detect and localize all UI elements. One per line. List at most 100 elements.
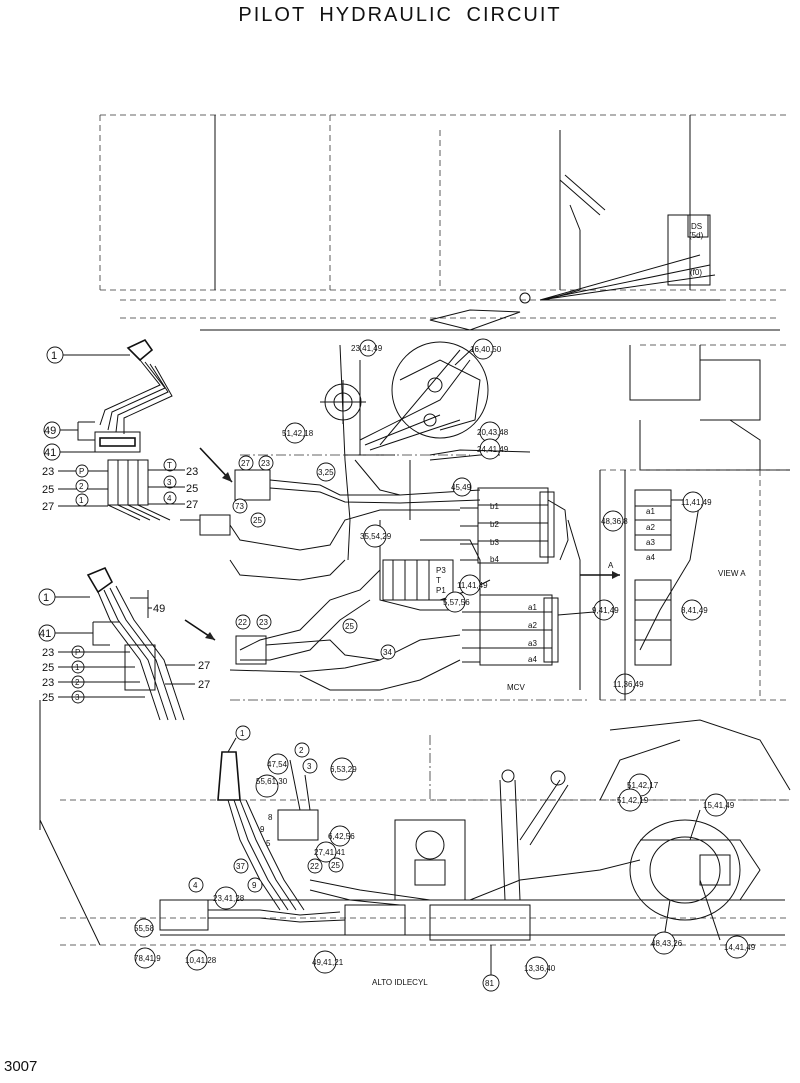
port-p1: P1 xyxy=(436,586,446,595)
callout-22-low: 22 xyxy=(310,862,319,871)
callout-5-57-56: 5,57,56 xyxy=(443,598,470,607)
callout-25-low: 25 xyxy=(331,861,340,870)
port-4: 4 xyxy=(167,494,172,503)
center-swivel-assembly: 23,41,49 16,40,50 51,42,18 20,43,48 24,4… xyxy=(282,338,531,460)
callout-48-36-8: 48,36,8 xyxy=(601,517,628,526)
box-label-5d: (5d) xyxy=(689,231,704,240)
callout-55-58: 55,58 xyxy=(134,924,155,933)
callout-2-low: 2 xyxy=(299,746,304,755)
callout-20-43-48: 20,43,48 xyxy=(477,428,509,437)
callout-11-41-49a: 11,41,49 xyxy=(457,581,488,590)
box-label-f0: (f0) xyxy=(690,268,702,277)
callout-27b: 27 xyxy=(186,499,198,511)
callout-1b: 1 xyxy=(43,592,49,604)
callout-6-42-56: 6,42,56 xyxy=(328,832,355,841)
port-t: T xyxy=(167,461,172,470)
callout-27-41-41: 27,41,41 xyxy=(314,848,346,857)
box-label-ds: DS xyxy=(691,222,702,231)
port-a1-r: a1 xyxy=(646,507,655,516)
callout-27c: 27 xyxy=(198,660,210,672)
port-b1: b1 xyxy=(490,502,499,511)
port-1: 1 xyxy=(79,496,84,505)
lower-joystick: 1 47,54 2 3 55,61,30 6,53,29 8 9 5 6,42,… xyxy=(217,725,357,911)
lower-left-lever-assembly: 1 49 41 23 P 25 1 23 2 25 3 27 27 xyxy=(38,566,210,721)
callout-1: 1 xyxy=(51,350,57,362)
port-a2: a2 xyxy=(528,621,537,630)
callout-23-41-28: 23,41,28 xyxy=(213,894,245,903)
callout-25m: 25 xyxy=(253,516,262,525)
direction-arrows xyxy=(184,447,233,641)
callout-15-41-49: 15,41,49 xyxy=(703,801,735,810)
callout-23c: 23 xyxy=(42,647,54,659)
callout-78-41-9: 78,41,9 xyxy=(134,954,161,963)
travel-motor-block: 51,42,17 51,42,19 15,41,49 48,43,26 14,4… xyxy=(617,773,761,959)
callout-81: 81 xyxy=(485,979,494,988)
callout-37: 37 xyxy=(236,862,245,871)
callout-13-36-40: 13,36,40 xyxy=(524,964,556,973)
callout-6-53-29: 6,53,29 xyxy=(330,765,357,774)
callout-27m: 27 xyxy=(241,459,250,468)
callout-8-low: 8 xyxy=(268,813,273,822)
callout-23b: 23 xyxy=(186,466,198,478)
callout-23-low: 23 xyxy=(259,618,268,627)
callout-11-41-49b: 11,41,49 xyxy=(681,498,712,507)
control-box: DS (5d) (f0) xyxy=(519,174,720,304)
port-t-mcv: T xyxy=(436,576,441,585)
callout-25b: 25 xyxy=(186,483,198,495)
callout-22: 22 xyxy=(238,618,247,627)
upper-structure-outline xyxy=(99,114,790,701)
callout-27d: 27 xyxy=(198,679,210,691)
callout-34: 34 xyxy=(383,648,392,657)
callout-4-low: 4 xyxy=(193,881,198,890)
upper-left-lever-assembly: 1 49 41 23 P 25 2 27 1 T 23 xyxy=(42,338,198,521)
callout-9-low2: 9 xyxy=(252,881,257,890)
main-control-valve-upper: 45,49 b1 b2 b3 b4 35,54,29 P3 T P1 11,41… xyxy=(342,477,569,660)
callout-45-49: 45,49 xyxy=(451,483,472,492)
callout-9-low: 9 xyxy=(260,825,265,834)
callout-49-41-21: 49,41,21 xyxy=(312,958,344,967)
port-a2-r: a2 xyxy=(646,523,655,532)
callout-41b: 41 xyxy=(39,628,51,640)
callout-23a: 23 xyxy=(42,466,54,478)
callout-51-42-18: 51,42,18 xyxy=(282,429,314,438)
port-a4: a4 xyxy=(528,655,537,664)
callout-25-mid: 25 xyxy=(345,622,354,631)
port-3: 3 xyxy=(167,478,172,487)
callout-51-42-19: 51,42,19 xyxy=(617,796,649,805)
callout-9-41-49: 9,41,49 xyxy=(592,606,619,615)
callout-23m: 23 xyxy=(261,459,270,468)
callout-49b: 49 xyxy=(153,603,165,615)
callout-55-61-30: 55,61,30 xyxy=(256,777,288,786)
port-b2: b2 xyxy=(490,520,499,529)
callout-49: 49 xyxy=(44,425,56,437)
port-b3: b3 xyxy=(490,538,499,547)
callout-5-low: 5 xyxy=(266,839,271,848)
lower-pedal-block: 4 23,41,28 55,58 78,41,9 10,41,28 49,41,… xyxy=(134,877,346,974)
callout-35-54-29: 35,54,29 xyxy=(360,532,392,541)
page-number: 3007 xyxy=(4,1058,38,1075)
page-title: PILOT HYDRAULIC CIRCUIT xyxy=(238,4,562,26)
bottom-frame xyxy=(39,700,791,946)
callout-14-41-49: 14,41,49 xyxy=(724,943,756,952)
callout-1-low: 1 xyxy=(240,729,245,738)
callout-11-36-49: 11,36,49 xyxy=(613,680,644,689)
port-p: P xyxy=(79,467,84,476)
callout-51-42-17: 51,42,17 xyxy=(627,781,659,790)
callout-16-40-50: 16,40,50 xyxy=(470,345,502,354)
callout-48-43-26: 48,43,26 xyxy=(651,939,683,948)
port-a3: a3 xyxy=(528,639,537,648)
callout-25d: 25 xyxy=(42,692,54,704)
callout-3-low: 3 xyxy=(307,762,312,771)
port-a4-r: a4 xyxy=(646,553,655,562)
callout-41: 41 xyxy=(44,447,56,459)
callout-27a: 27 xyxy=(42,501,54,513)
port-p3: P3 xyxy=(436,566,446,575)
port-a3-r: a3 xyxy=(646,538,655,547)
view-a-label: VIEW A xyxy=(718,569,746,578)
view-a-block: a1 a2 a3 a4 48,36,8 11,41,49 8,41,49 11,… xyxy=(599,470,746,700)
lower-actuator-callouts: 22 23 xyxy=(235,614,381,665)
callout-47-54: 47,54 xyxy=(267,760,288,769)
port-a1: a1 xyxy=(528,603,537,612)
mcv-label: MCV xyxy=(507,683,525,692)
callout-24-41-49: 24,41,49 xyxy=(477,445,509,454)
